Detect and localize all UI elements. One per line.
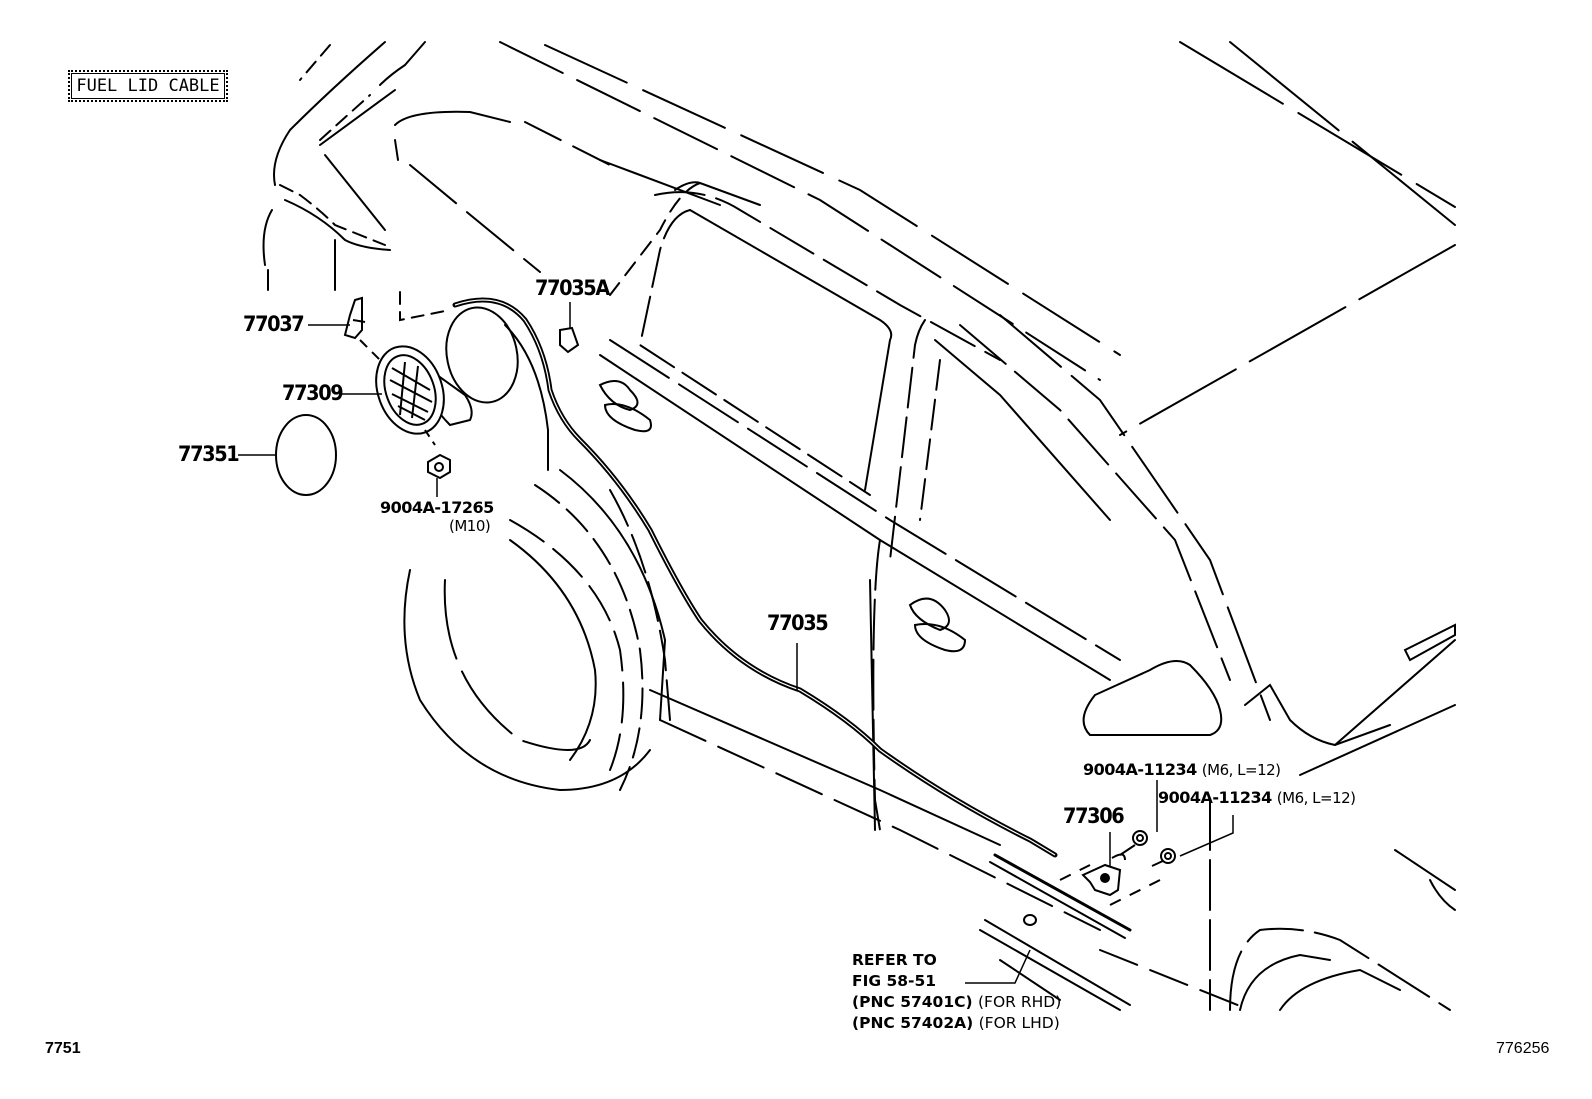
part-77351-fuel-lid-panel (275, 414, 337, 496)
front-door-handle (908, 597, 967, 653)
callout-9004a-17265[interactable]: 9004A-17265 (380, 498, 494, 517)
callout-9004a-11234-a[interactable]: 9004A-11234 (M6, L=12) (1083, 762, 1281, 778)
part-77306-opener-lever (1081, 853, 1126, 897)
part-77037-lock-actuator (343, 296, 381, 361)
rear-door-handle (598, 380, 652, 433)
rear-wheel-arch (403, 469, 1101, 931)
reference-line-4: (PNC 57402A) (FOR LHD) (852, 1013, 1061, 1034)
nut-9004a-17265 (427, 453, 451, 480)
callout-9004a-11234-b[interactable]: 9004A-11234 (M6, L=12) (1158, 790, 1356, 806)
bolt-9004a-11234-b (1151, 848, 1176, 867)
figure-code: 7751 (45, 1040, 81, 1057)
side-mirror (1082, 623, 1456, 776)
callout-77351[interactable]: 77351 (178, 442, 240, 466)
callout-77306[interactable]: 77306 (1063, 804, 1125, 828)
leader-lines (238, 302, 1234, 984)
reference-line-1: REFER TO (852, 951, 937, 969)
front-wheel-arch (1209, 799, 1456, 1011)
bolt-b-part-number: 9004A-11234 (1158, 788, 1272, 807)
reference-pnc-lhd[interactable]: (PNC 57402A) (852, 1014, 974, 1032)
reference-line-3: (PNC 57401C) (FOR RHD) (852, 992, 1061, 1013)
part-77035a-clamp (559, 326, 580, 354)
bolt-b-spec: (M6, L=12) (1276, 789, 1356, 807)
fuel-filler-opening (445, 306, 519, 404)
rear-door-window (638, 191, 1001, 496)
rear-window-outline (394, 110, 761, 296)
reference-cond-lhd: (FOR LHD) (978, 1014, 1060, 1032)
callout-77035[interactable]: 77035 (767, 611, 829, 635)
reference-pnc-rhd[interactable]: (PNC 57401C) (852, 993, 973, 1011)
fuel-filler-edge (504, 324, 549, 471)
diagram-title: FUEL LID CABLE (68, 70, 228, 102)
callout-77037[interactable]: 77037 (243, 312, 305, 336)
reference-cond-rhd: (FOR RHD) (977, 993, 1062, 1011)
bolt-a-spec: (M6, L=12) (1201, 761, 1281, 779)
callout-77035a[interactable]: 77035A (535, 276, 610, 300)
rocker-panel (979, 853, 1251, 1011)
bolt-a-part-number: 9004A-11234 (1083, 760, 1197, 779)
bolt-9004a-11234-a (1119, 830, 1148, 856)
part-77309-fuel-lid-housing (375, 345, 473, 446)
callout-77309[interactable]: 77309 (282, 381, 344, 405)
fuel-lid-cable (452, 297, 1058, 858)
reference-note: REFER TO FIG 58-51 (PNC 57401C) (FOR RHD… (852, 950, 1061, 1034)
callout-9004a-17265-spec: (M10) (449, 517, 491, 535)
front-door-window (889, 314, 1271, 721)
rear-pillar-outline (262, 41, 451, 322)
illustration-id: 776256 (1496, 1040, 1550, 1057)
door-belt-lines (599, 339, 1121, 831)
reference-line-2[interactable]: FIG 58-51 (852, 972, 937, 990)
